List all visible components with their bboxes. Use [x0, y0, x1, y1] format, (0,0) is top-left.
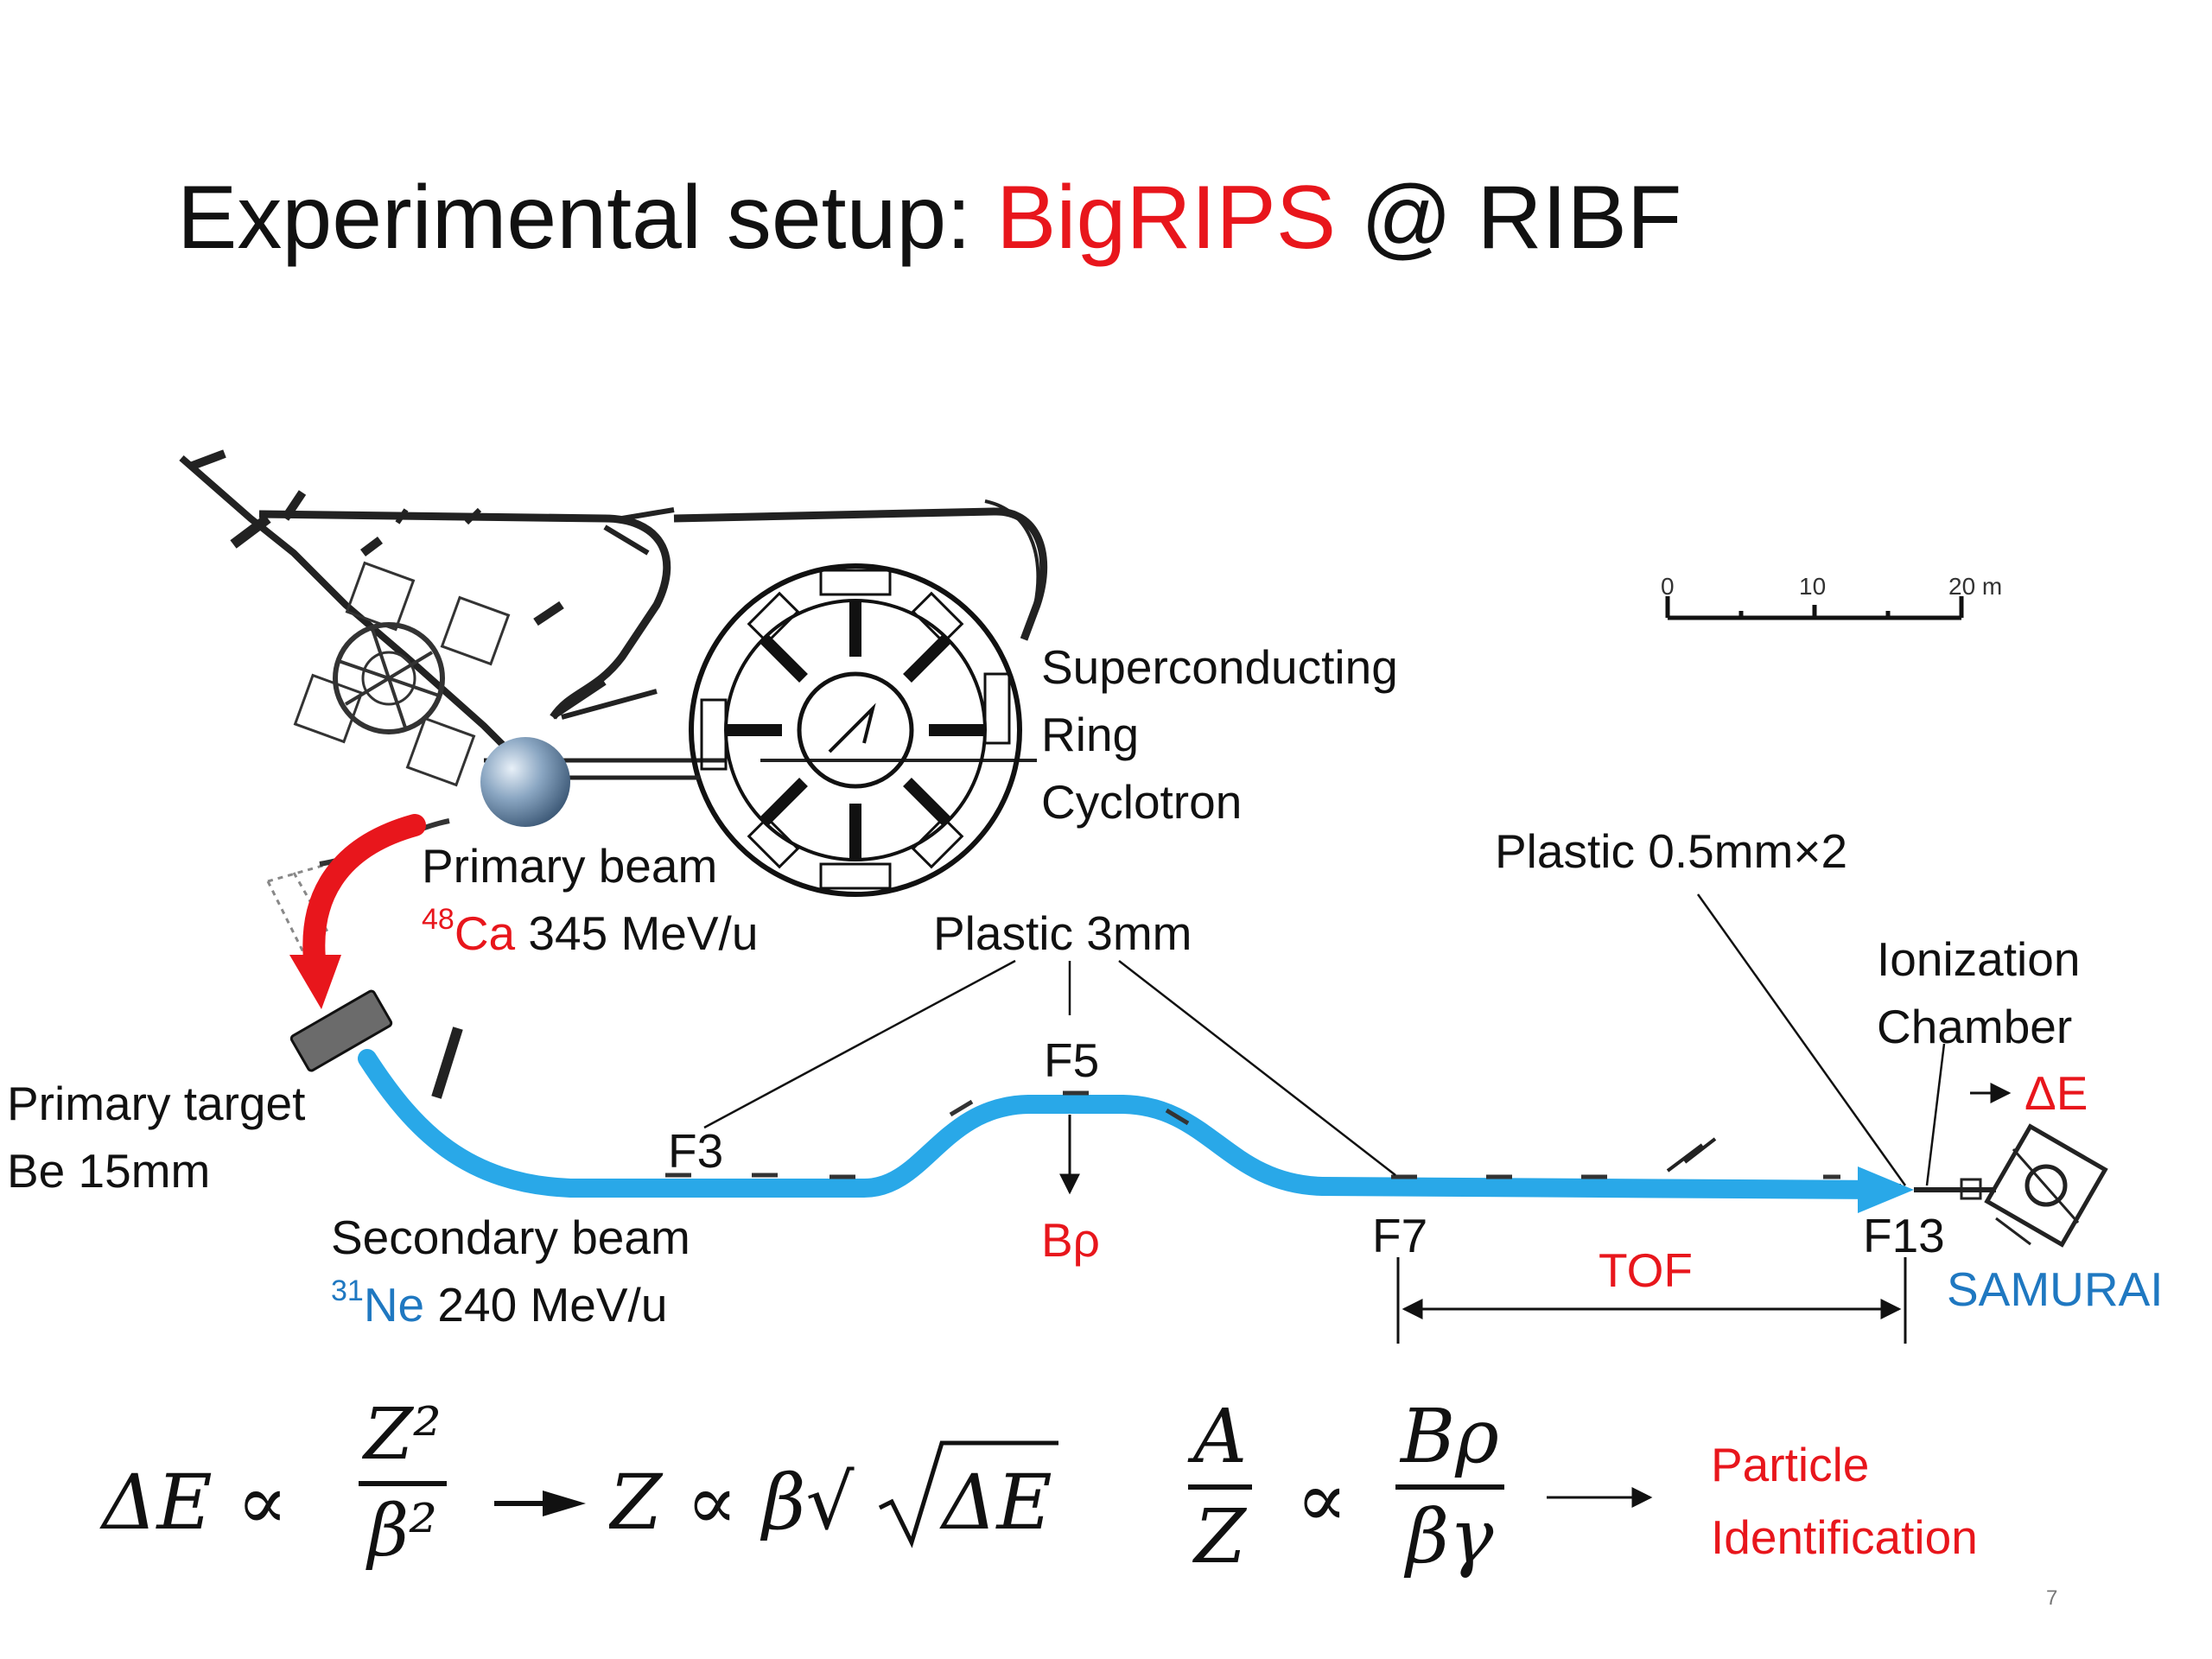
label-plastic-05mm: Plastic 0.5mm×2: [1495, 824, 1848, 878]
secondary-isotope-mass: 31: [331, 1274, 364, 1307]
label-plastic-3mm: Plastic 3mm: [933, 906, 1192, 960]
eq1-denominator: β²: [367, 1491, 438, 1573]
beamline-details: [665, 1090, 1840, 1179]
label-secondary-beam: Secondary beam: [331, 1211, 690, 1264]
label-src-line3: Cyclotron: [1041, 775, 1243, 829]
primary-beam-arrow: [289, 814, 426, 1009]
label-delta-e: ΔE: [2024, 1066, 2088, 1120]
eq2-denominator-right: βγ: [1406, 1494, 1494, 1580]
ion-chamber-pointer: [1925, 1043, 1946, 1186]
tof-span: [1396, 1257, 1907, 1344]
page-number: 7: [2046, 1586, 2058, 1610]
label-src-line1: Superconducting: [1041, 640, 1398, 694]
injector-cyclotron: [293, 561, 511, 787]
scale-bar: [1665, 596, 1964, 620]
label-brho: Bρ: [1041, 1213, 1100, 1267]
plastic-3mm-pointers: [703, 959, 1396, 1176]
label-secondary-isotope: 31Ne 240 MeV/u: [331, 1276, 668, 1332]
eq1-rhs: Z ∝ β√: [609, 1465, 942, 1553]
eq2-numerator-right: Bρ: [1401, 1394, 1499, 1480]
label-primary-target-line1: Primary target: [7, 1077, 306, 1130]
beam-dump: [431, 1027, 463, 1099]
injector-beamline: [179, 449, 1048, 763]
eq1-fraction-bar: [359, 1481, 447, 1486]
label-primary-target-line2: Be 15mm: [7, 1144, 211, 1198]
eq1-radicand: ΔE: [942, 1458, 1052, 1547]
plastic-05mm-pointer: [1696, 893, 1907, 1186]
equation-arrows: [494, 1487, 1653, 1516]
title-highlight: BigRIPS: [996, 168, 1337, 268]
primary-energy: 345 MeV/u: [515, 906, 759, 960]
label-primary-isotope: 48Ca 345 MeV/u: [422, 905, 758, 957]
secondary-isotope-symbol: Ne: [363, 1278, 425, 1332]
eq2-fraction-left: A Z: [1188, 1394, 1253, 1580]
label-ion-chamber-line2: Chamber: [1877, 1000, 2073, 1053]
secondary-energy: 240 MeV/u: [424, 1278, 668, 1332]
label-tof: TOF: [1599, 1243, 1693, 1297]
primary-isotope-mass: 48: [422, 903, 454, 936]
eq1-lhs-text: ΔE ∝: [102, 1458, 289, 1547]
eq2-prop: ∝: [1296, 1455, 1348, 1544]
label-f13: F13: [1863, 1209, 1945, 1262]
title-rest: @ RIBF: [1336, 168, 1682, 268]
eq2-fraction-bar-right: [1395, 1484, 1504, 1490]
scale-tick-20: 20 m: [1948, 573, 2003, 600]
label-samurai: SAMURAI: [1947, 1262, 2164, 1316]
secondary-beam: [358, 1049, 1914, 1213]
label-identification: Identification: [1711, 1510, 1978, 1564]
title-main: Experimental setup:: [177, 168, 997, 268]
eq1-lhs: ΔE ∝: [102, 1465, 288, 1541]
rf-sphere: [480, 737, 570, 827]
eq1-fraction: Z² β²: [359, 1400, 447, 1567]
samurai-magnet: [1914, 1123, 2108, 1248]
label-src-line2: Ring: [1041, 708, 1140, 761]
label-f5: F5: [1044, 1033, 1100, 1087]
slide-title: Experimental setup: BigRIPS @ RIBF: [177, 173, 1681, 263]
eq2-numerator-left: A: [1193, 1394, 1248, 1480]
eq1-numerator: Z²: [364, 1394, 442, 1476]
primary-target: [289, 989, 393, 1072]
label-ion-chamber-line1: Ionization: [1877, 932, 2081, 986]
label-particle: Particle: [1711, 1438, 1870, 1491]
eq2-fraction-right: Bρ βγ: [1395, 1400, 1504, 1574]
eq2-denominator-left: Z: [1194, 1494, 1246, 1580]
scale-tick-10: 10: [1799, 573, 1827, 600]
eq2-fraction-bar-left: [1188, 1484, 1253, 1490]
label-f3: F3: [668, 1124, 724, 1178]
eq1-rhs-text: Z ∝ β√: [609, 1465, 855, 1541]
scale-tick-0: 0: [1661, 573, 1675, 600]
superconducting-ring-cyclotron: [689, 563, 1022, 897]
primary-isotope-symbol: Ca: [454, 906, 516, 960]
sqrt-sign: [878, 1440, 1058, 1548]
label-f7: F7: [1372, 1209, 1428, 1262]
label-primary-beam: Primary beam: [422, 839, 718, 893]
bigrips-structure: [378, 1070, 1902, 1190]
